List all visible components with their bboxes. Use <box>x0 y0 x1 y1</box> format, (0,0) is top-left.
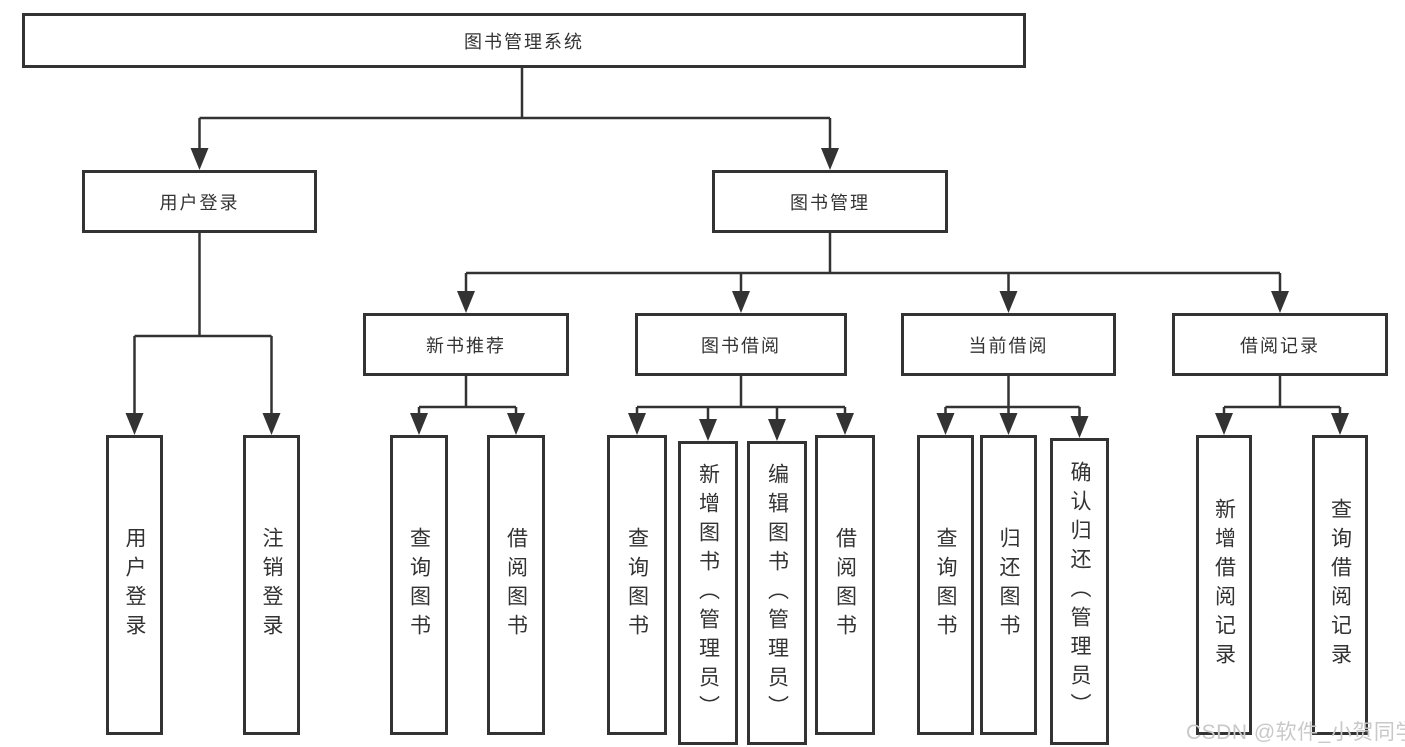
leaf-current-query-books-label: 查询图书 <box>934 527 957 643</box>
node-new-book-recommend: 新书推荐 <box>363 313 569 376</box>
csdn-watermark: CSDN @软件_小贺同学 <box>1186 721 1405 744</box>
node-user-login-label: 用户登录 <box>159 192 240 213</box>
leaf-confirm-return-admin-label: 确认归还（管理员） <box>1068 461 1091 722</box>
leaf-newrec-query-books-label: 查询图书 <box>407 527 431 643</box>
leaf-logout-label: 注销登录 <box>260 527 283 643</box>
node-current-borrowing: 当前借阅 <box>901 313 1116 376</box>
leaf-edit-books-admin-label: 编辑图书（管理员） <box>765 462 789 724</box>
node-book-management: 图书管理 <box>712 170 948 233</box>
leaf-add-borrow-record-label: 新增借阅记录 <box>1212 498 1236 672</box>
leaf-logout: 注销登录 <box>243 435 300 735</box>
leaf-newrec-query-books: 查询图书 <box>390 435 448 735</box>
leaf-confirm-return-admin: 确认归还（管理员） <box>1050 438 1109 745</box>
leaf-query-borrow-record: 查询借阅记录 <box>1312 435 1368 735</box>
leaf-edit-books-admin: 编辑图书（管理员） <box>747 441 807 745</box>
node-library-management-system-label: 图书管理系统 <box>464 31 584 52</box>
leaf-user-login-label: 用户登录 <box>123 527 146 643</box>
leaf-newrec-borrow-books-label: 借阅图书 <box>504 527 528 643</box>
leaf-borrowing-query-books-label: 查询图书 <box>625 527 649 643</box>
leaf-add-books-admin: 新增图书（管理员） <box>678 441 738 745</box>
leaf-return-books: 归还图书 <box>980 435 1037 735</box>
node-borrowing-records-label: 借阅记录 <box>1240 335 1320 356</box>
leaf-user-login: 用户登录 <box>106 435 163 735</box>
node-borrowing-records: 借阅记录 <box>1172 313 1388 376</box>
leaf-borrowing-query-books: 查询图书 <box>607 435 667 735</box>
node-library-management-system: 图书管理系统 <box>22 13 1026 68</box>
node-book-borrowing-label: 图书借阅 <box>701 335 781 356</box>
leaf-borrowing-borrow-books-label: 借阅图书 <box>833 527 857 643</box>
node-user-login: 用户登录 <box>82 170 317 233</box>
leaf-add-borrow-record: 新增借阅记录 <box>1196 435 1252 735</box>
leaf-return-books-label: 归还图书 <box>997 527 1020 643</box>
leaf-query-borrow-record-label: 查询借阅记录 <box>1328 498 1352 672</box>
leaf-current-query-books: 查询图书 <box>917 435 974 735</box>
leaf-borrowing-borrow-books: 借阅图书 <box>815 435 875 735</box>
node-current-borrowing-label: 当前借阅 <box>968 335 1049 356</box>
node-book-borrowing: 图书借阅 <box>635 313 847 376</box>
leaf-newrec-borrow-books: 借阅图书 <box>487 435 545 735</box>
leaf-add-books-admin-label: 新增图书（管理员） <box>696 462 720 724</box>
node-book-management-label: 图书管理 <box>790 192 870 213</box>
node-new-book-recommend-label: 新书推荐 <box>426 335 506 356</box>
